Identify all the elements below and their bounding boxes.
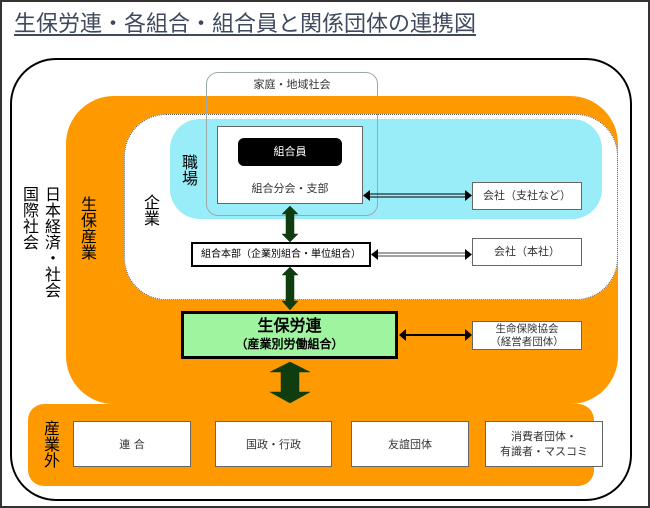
label-company: 企業 [141, 194, 160, 226]
federation-subtitle: （産業別労働組合） [235, 337, 344, 351]
label-life-insurance-industry: 生保産業 [78, 196, 97, 260]
label-international-society: 国際社会 [20, 186, 39, 250]
arrow-hq-company-hq [371, 249, 472, 260]
label-japan-economy-society: 日本経済・社会 [42, 186, 61, 298]
union-member-node: 組合員 [238, 138, 342, 166]
federation-node: 生保労連 （産業別労働組合） [181, 311, 398, 359]
association-name: 生命保険協会 [495, 323, 559, 335]
arrow-branch-company-branch [363, 190, 472, 201]
company-branch-node: 会社（支社など） [472, 182, 582, 210]
federation-name: 生保労連 [257, 316, 322, 335]
arrow-branch-hq [281, 205, 299, 243]
arrow-federation-outside [269, 361, 311, 404]
outside-node-label-line2: 有識者・マスコミ [500, 445, 588, 458]
outside-node-rengo: 連 合 [73, 421, 191, 467]
arrow-hq-federation [281, 266, 299, 311]
outside-node-label: 国政・行政 [246, 437, 301, 451]
arrow-federation-association [399, 329, 472, 341]
company-headquarters-node: 会社（本社） [472, 238, 582, 266]
outside-node-label: 連 合 [119, 437, 145, 451]
union-headquarters-node: 組合本部（企業別組合・単位組合） [191, 242, 371, 267]
outside-node-label: 友誼団体 [388, 437, 432, 451]
outside-node-consumers-media: 消費者団体・ 有識者・マスコミ [485, 421, 603, 467]
label-family-community: 家庭・地域社会 [253, 78, 331, 91]
outside-node-label-line1: 消費者団体・ [511, 430, 577, 443]
label-outside-industry: 産業外 [41, 420, 60, 468]
insurance-association-node: 生命保険協会 （経営者団体） [472, 321, 582, 350]
outside-node-friendly-orgs: 友誼団体 [351, 421, 469, 467]
diagram-title: 生保労連・各組合・組合員と関係団体の連携図 [14, 12, 477, 37]
frame-top-border [0, 0, 650, 2]
association-type: （経営者団体） [490, 336, 564, 348]
outside-node-government: 国政・行政 [215, 421, 332, 467]
label-workplace: 職場 [179, 154, 198, 186]
union-branch-label: 組合分会・支部 [251, 182, 329, 195]
